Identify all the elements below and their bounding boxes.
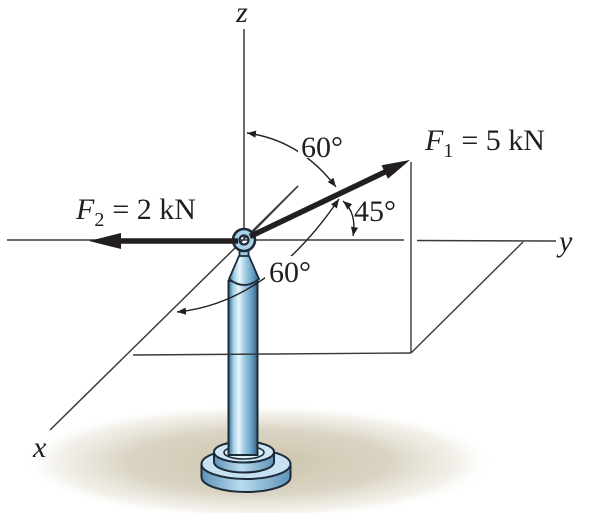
force-f2-label: F2= 2 kN: [75, 193, 196, 231]
y-axis-line-right: [416, 239, 557, 242]
force-f2-vector: [89, 233, 238, 249]
angle-label-x-to-f1: 60°: [269, 256, 311, 289]
angle-arc-x-to-f1: [176, 198, 340, 315]
plane-right-edge: [410, 241, 524, 354]
label-mask-60-bottom: [265, 256, 313, 283]
x-axis-label: x: [32, 431, 47, 464]
plane-front-edge: [132, 352, 412, 356]
force-f1-label: F1= 5 kN: [424, 124, 545, 162]
angle-arc-z-to-f1: [246, 130, 337, 188]
y-axis-label: y: [556, 225, 573, 258]
label-mask-60-top: [298, 131, 346, 158]
pole-base-upper-front-rim: [213, 451, 275, 464]
angle-label-y-to-f1: 45°: [354, 195, 396, 228]
z-axis-label: z: [235, 0, 248, 29]
angle-arc-y-to-f1: [342, 200, 359, 237]
angle-label-z-to-f1: 60°: [301, 131, 343, 164]
pole-shaft: [227, 280, 259, 456]
pole-cone: [227, 255, 261, 286]
